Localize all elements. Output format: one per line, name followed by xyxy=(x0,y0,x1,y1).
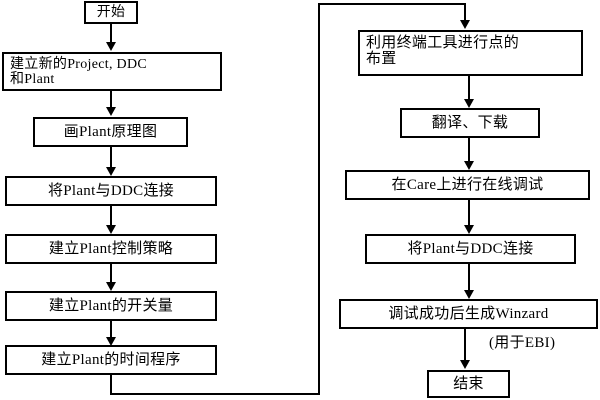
node-end: 结束 xyxy=(427,370,510,398)
node-terminal-point-layout-line1: 利用终端工具进行点的 xyxy=(366,35,520,51)
arrowhead-draw-diagram xyxy=(106,107,116,116)
connector-create-project-to-draw-diagram xyxy=(110,91,112,109)
node-generate-winzard: 调试成功后生成Winzard xyxy=(339,299,598,329)
node-plant-time-program: 建立Plant的时间程序 xyxy=(5,345,217,375)
arrowhead-connect-right xyxy=(464,225,474,234)
connector-connect-left-to-strategy xyxy=(110,206,112,228)
connector-terminal-to-translate xyxy=(468,76,470,101)
node-connect-plant-ddc-right: 将Plant与DDC连接 xyxy=(365,234,576,264)
arrowhead-create-project xyxy=(106,42,116,51)
node-generate-winzard-label: 调试成功后生成Winzard xyxy=(388,305,549,322)
node-translate-download: 翻译、下载 xyxy=(400,108,540,138)
connector-wrap-down-into-terminal xyxy=(464,3,466,23)
node-terminal-point-layout-line2: 布置 xyxy=(366,51,397,68)
node-start: 开始 xyxy=(84,1,138,24)
arrowhead-strategy xyxy=(106,225,116,234)
label-used-for-ebi: (用于EBI) xyxy=(489,335,556,351)
connector-online-debug-to-connect-right xyxy=(468,200,470,227)
node-create-project-line1: 建立新的Project, DDC xyxy=(10,57,148,72)
arrowhead-time-program xyxy=(106,337,116,346)
connector-wrap-down-left xyxy=(110,375,112,395)
connector-switch-value-to-time-program xyxy=(110,321,112,340)
node-plant-switch-value-label: 建立Plant的开关量 xyxy=(48,297,174,314)
connector-wrap-top xyxy=(318,3,466,5)
node-create-project-label: 建立新的Project, DDC 和Plant xyxy=(10,57,220,87)
connector-draw-diagram-to-connect-left xyxy=(110,147,112,168)
connector-winzard-to-end xyxy=(464,329,466,363)
arrowhead-online-debug xyxy=(464,161,474,170)
connector-translate-to-online-debug xyxy=(468,138,470,163)
connector-strategy-to-switch-value xyxy=(110,264,112,285)
arrowhead-translate-download xyxy=(464,99,474,108)
node-draw-plant-diagram: 画Plant原理图 xyxy=(33,117,188,147)
node-plant-switch-value: 建立Plant的开关量 xyxy=(5,291,217,321)
arrowhead-connect-left xyxy=(106,167,116,176)
node-online-debug-care: 在Care上进行在线调试 xyxy=(345,170,590,200)
connector-connect-right-to-winzard xyxy=(468,264,470,292)
node-online-debug-care-label: 在Care上进行在线调试 xyxy=(391,176,544,193)
connector-start-to-create-project xyxy=(110,24,112,43)
arrowhead-generate-winzard xyxy=(464,290,474,299)
arrowhead-end xyxy=(460,360,470,369)
node-connect-plant-ddc-left-label: 将Plant与DDC连接 xyxy=(47,182,175,199)
node-plant-control-strategy-label: 建立Plant控制策略 xyxy=(48,240,174,257)
node-create-project-line2: 和Plant xyxy=(10,72,55,88)
arrowhead-terminal-point-layout xyxy=(460,20,470,29)
node-connect-plant-ddc-left: 将Plant与DDC连接 xyxy=(5,176,217,206)
node-draw-plant-diagram-label: 画Plant原理图 xyxy=(63,123,158,140)
node-connect-plant-ddc-right-label: 将Plant与DDC连接 xyxy=(407,240,534,257)
node-end-label: 结束 xyxy=(453,375,484,392)
connector-wrap-up-right xyxy=(318,3,320,395)
node-plant-control-strategy: 建立Plant控制策略 xyxy=(5,234,217,264)
connector-wrap-bottom xyxy=(110,393,320,395)
node-start-label: 开始 xyxy=(96,4,126,20)
node-translate-download-label: 翻译、下载 xyxy=(431,114,509,131)
node-terminal-point-layout-label: 利用终端工具进行点的 布置 xyxy=(366,35,581,67)
node-terminal-point-layout: 利用终端工具进行点的 布置 xyxy=(358,30,583,76)
node-plant-time-program-label: 建立Plant的时间程序 xyxy=(41,351,181,368)
node-create-project: 建立新的Project, DDC 和Plant xyxy=(2,52,222,91)
arrowhead-switch-value xyxy=(106,282,116,291)
